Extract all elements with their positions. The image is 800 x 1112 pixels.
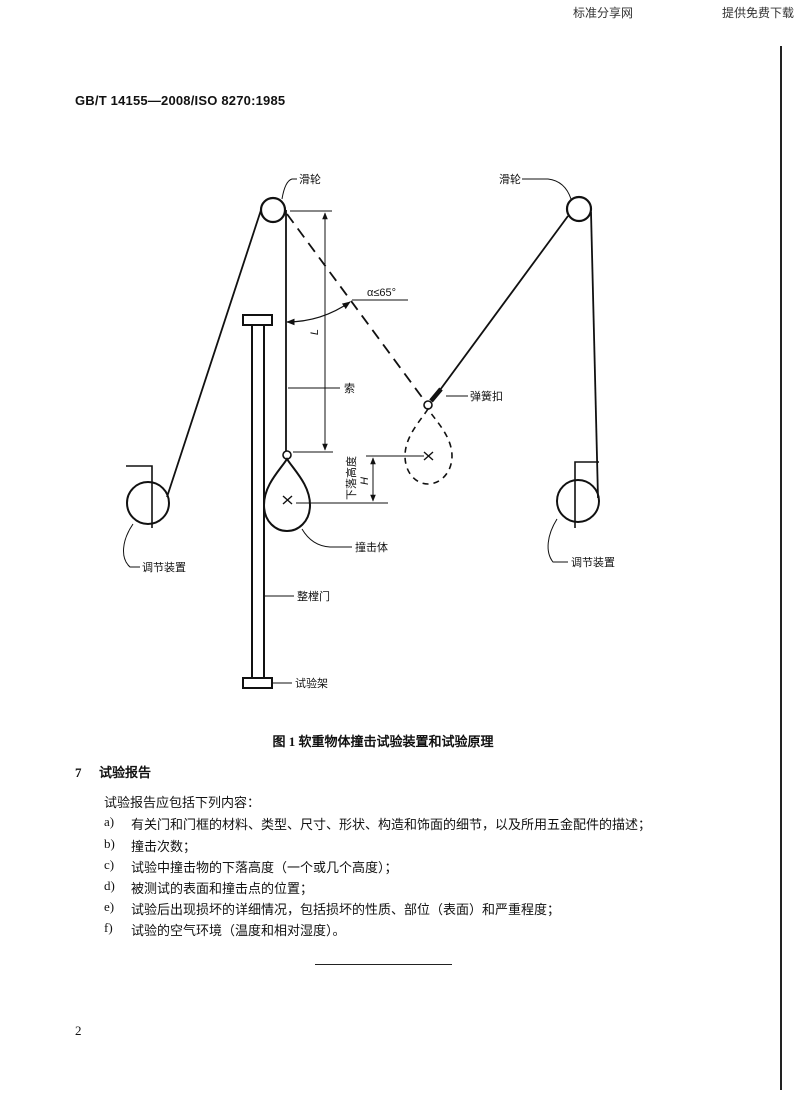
- section-title: 试验报告: [99, 765, 152, 780]
- end-of-text-rule: [315, 964, 452, 965]
- impactor-raised-center-mark: [423, 451, 434, 461]
- list-item-marker: c): [104, 857, 115, 872]
- left-adjuster-wheel: [126, 481, 170, 525]
- left-pulley: [259, 196, 287, 224]
- list-item-marker: d): [104, 878, 115, 893]
- spring-clip: [429, 387, 443, 403]
- left-adjuster-rope: [166, 206, 263, 498]
- test-frame-top-cap: [242, 314, 273, 326]
- report-item-list: a) 有关门和门框的材料、类型、尺寸、形状、构造和饰面的细节，以及所用五金配件的…: [0, 814, 780, 944]
- pulley-left-label: 滑轮: [299, 172, 321, 186]
- figure-caption: 图 1 软重物体撞击试验装置和试验原理: [272, 734, 494, 749]
- list-item-marker: a): [104, 814, 115, 829]
- page-border-line: [780, 46, 782, 1090]
- angle-label: α≤65°: [367, 287, 396, 299]
- raised-rope-dashed: [286, 213, 425, 401]
- rope-label: 索: [344, 381, 355, 395]
- list-item-text: 试验后出现损坏的详细情况，包括损坏的性质、部位（表面）和严重程度；: [131, 902, 561, 917]
- right-adjuster-leader: [547, 518, 568, 563]
- impactor-raised-dashed: [404, 407, 453, 485]
- list-item-text: 撞击次数；: [131, 839, 197, 854]
- test-frame-label: 试验架: [295, 676, 328, 690]
- impactor-leader: [301, 528, 352, 548]
- right-adjuster-hook: [574, 461, 599, 528]
- pulley-right-label: 滑轮: [499, 172, 521, 186]
- right-pulley-leader: [522, 178, 572, 200]
- standard-code-header: GB/T 14155—2008/ISO 8270:1985: [75, 93, 286, 108]
- page-number: 2: [75, 1023, 82, 1038]
- right-adjuster-rope: [590, 211, 599, 499]
- height-label: H: [359, 477, 371, 485]
- angle-arc: [286, 301, 351, 326]
- drop-height-label: 下落高度: [344, 456, 358, 500]
- pull-rope: [439, 215, 569, 391]
- left-adjuster-leader: [123, 523, 140, 568]
- left-adjuster-label: 调节装置: [142, 561, 186, 574]
- list-item-text: 试验中撞击物的下落高度（一个或几个高度）；: [131, 860, 398, 875]
- list-item-marker: f): [104, 920, 113, 935]
- list-item-text: 试验的空气环境（温度和相对湿度）。: [131, 923, 346, 938]
- figure-1-diagram: 滑轮 滑轮 α≤65° L 索 弹簧扣 下落高度 H 撞击体 调节装置 调节装置…: [123, 172, 615, 690]
- length-label: L: [309, 329, 321, 335]
- right-adjuster-wheel: [556, 479, 600, 523]
- impactor-label: 撞击体: [355, 540, 388, 554]
- list-item-marker: b): [104, 836, 115, 851]
- test-frame-bottom-cap: [242, 677, 273, 689]
- spring-clip-label: 弹簧扣: [470, 389, 503, 403]
- right-pulley: [565, 195, 593, 223]
- section-heading: 7 试验报告: [75, 762, 151, 781]
- left-pulley-leader: [281, 178, 297, 200]
- list-item-marker: e): [104, 899, 115, 914]
- watermark-site-name: 标准分享网: [573, 6, 634, 20]
- impactor-rest: [262, 457, 312, 533]
- section-intro: 试验报告应包括下列内容：: [104, 795, 261, 810]
- right-adjuster-label: 调节装置: [571, 556, 615, 569]
- watermark-download-note: 提供免费下载: [722, 6, 795, 20]
- left-adjuster-hook: [126, 465, 153, 528]
- section-number: 7: [75, 765, 82, 780]
- list-item-text: 有关门和门框的材料、类型、尺寸、形状、构造和饰面的细节，以及所用五金配件的描述；: [131, 817, 652, 832]
- impactor-rest-center-mark: [282, 495, 293, 505]
- door-label: 整樘门: [297, 589, 330, 603]
- list-item-text: 被测试的表面和撞击点的位置；: [131, 881, 314, 896]
